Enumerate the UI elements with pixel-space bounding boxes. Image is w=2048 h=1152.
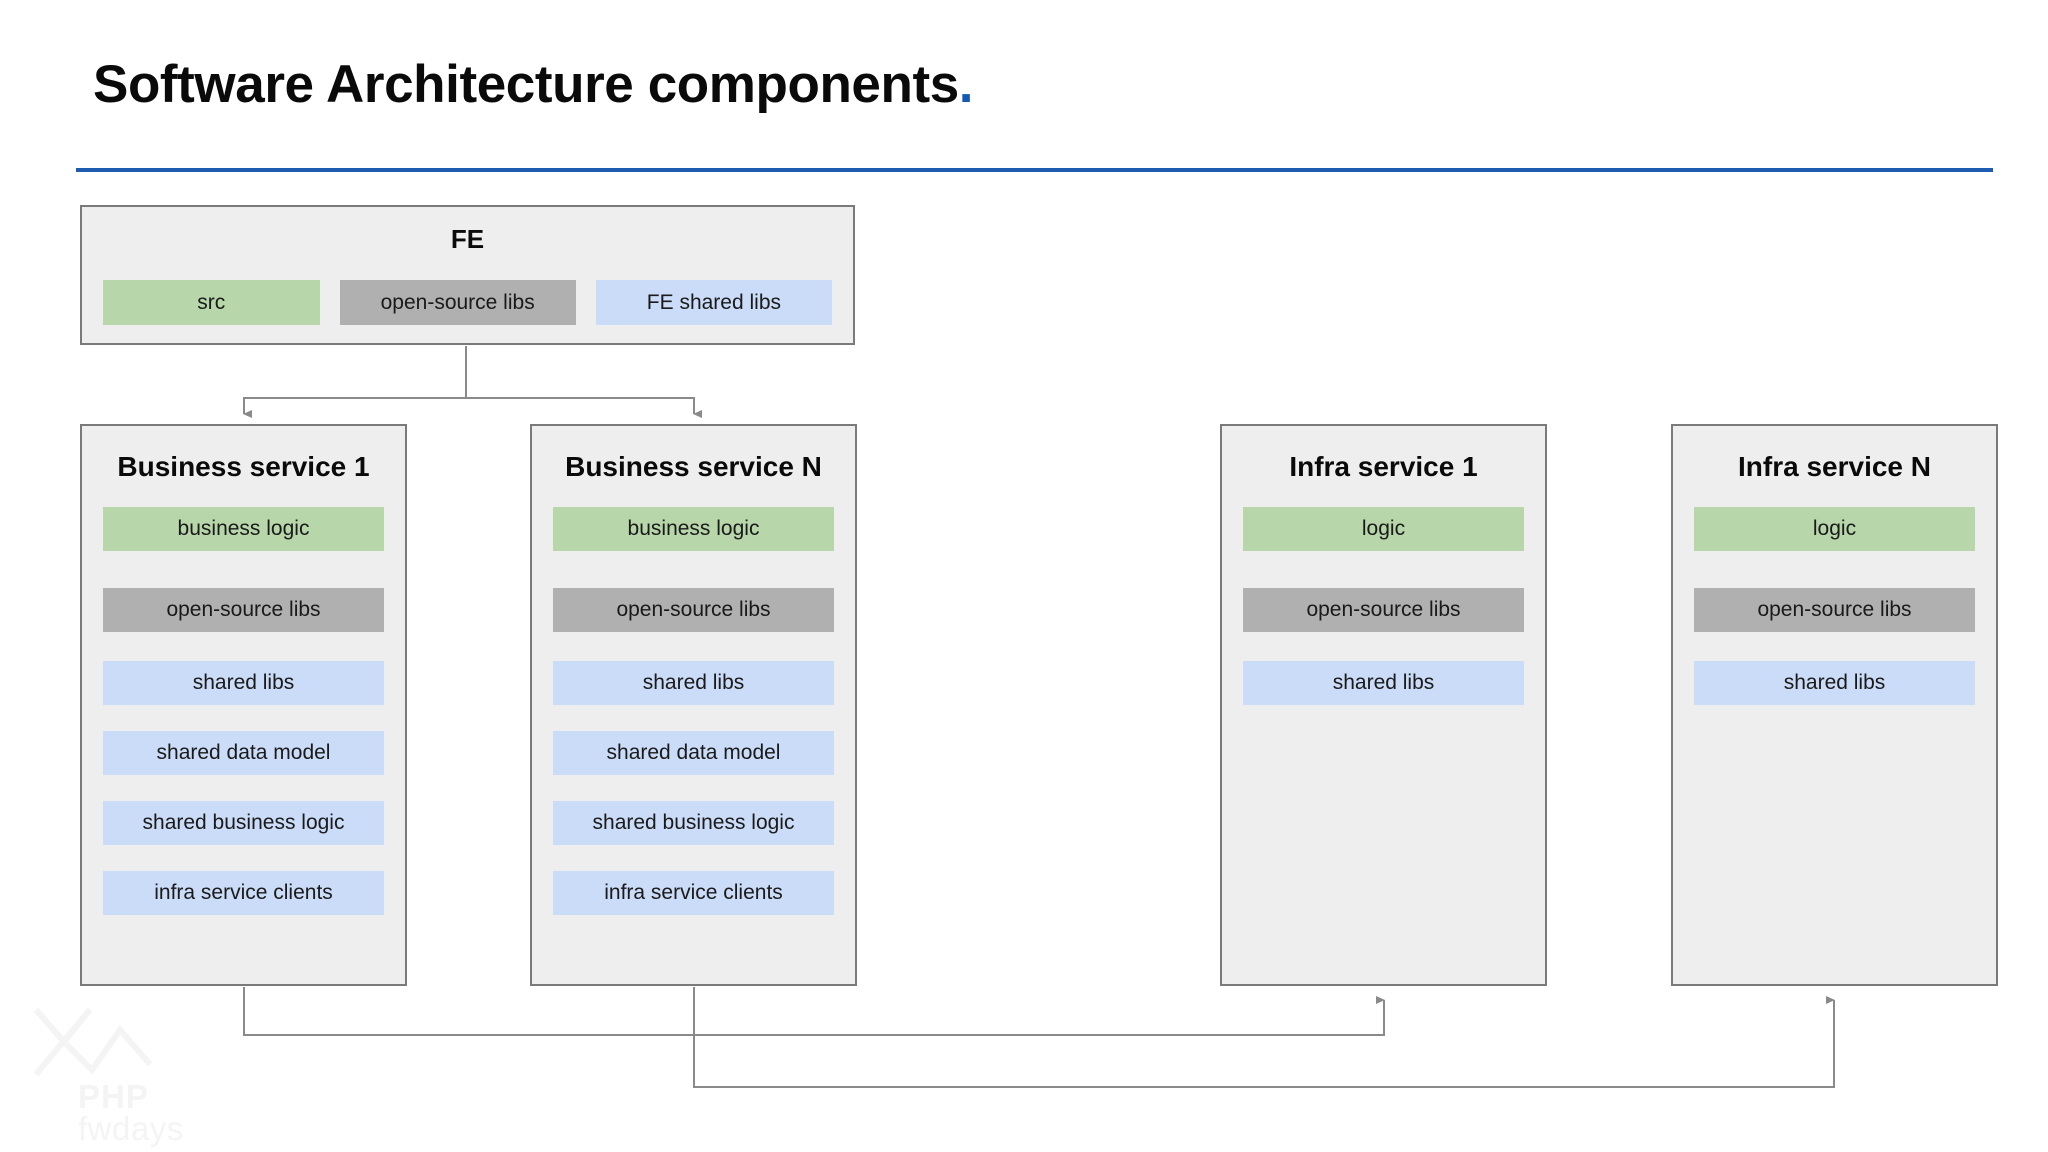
isn-chip-shared-libs[interactable]: shared libs	[1694, 661, 1975, 705]
bsn-chip-business-logic[interactable]: business logic	[553, 507, 834, 551]
bsn-chip-shared-business-logic[interactable]: shared business logic	[553, 801, 834, 845]
bsn-chip-shared-libs[interactable]: shared libs	[553, 661, 834, 705]
watermark-fwdays-text: fwdays	[78, 1110, 184, 1147]
fe-chip-row: src open-source libs FE shared libs	[103, 280, 833, 325]
infra-service-1-box[interactable]: Infra service 1 logic open-source libs s…	[1220, 424, 1547, 986]
isn-chip-open-source-libs[interactable]: open-source libs	[1694, 588, 1975, 632]
bs1-chip-open-source-libs[interactable]: open-source libs	[103, 588, 384, 632]
title-block: Software Architecture components.	[93, 58, 1793, 153]
watermark: PHP fwdays	[30, 1000, 230, 1145]
business-service-n-chip-stack: business logic open-source libs shared l…	[553, 507, 834, 915]
fe-box-title: FE	[450, 224, 485, 254]
infra-service-n-title: Infra service N	[1738, 451, 1931, 482]
fe-box[interactable]: FE src open-source libs FE shared libs	[80, 205, 855, 345]
fe-chip-open-source-libs[interactable]: open-source libs	[339, 280, 576, 325]
watermark-php-text: PHP	[78, 1078, 149, 1115]
title-underline-rule	[76, 168, 1993, 172]
business-service-1-chip-stack: business logic open-source libs shared l…	[103, 507, 384, 915]
bs1-chip-infra-service-clients[interactable]: infra service clients	[103, 871, 384, 915]
bsn-chip-shared-data-model[interactable]: shared data model	[553, 731, 834, 775]
bsn-chip-open-source-libs[interactable]: open-source libs	[553, 588, 834, 632]
infra-service-n-box[interactable]: Infra service N logic open-source libs s…	[1671, 424, 1998, 986]
infra-service-1-chip-stack: logic open-source libs shared libs	[1243, 507, 1524, 705]
page-title-text: Software Architecture components	[93, 55, 959, 114]
is1-chip-shared-libs[interactable]: shared libs	[1243, 661, 1524, 705]
infra-service-n-chip-stack: logic open-source libs shared libs	[1694, 507, 1975, 705]
page-title-dot: .	[958, 55, 974, 114]
isn-chip-logic[interactable]: logic	[1694, 507, 1975, 551]
is1-chip-logic[interactable]: logic	[1243, 507, 1524, 551]
fe-chip-src[interactable]: src	[103, 280, 320, 325]
infra-service-1-title: Infra service 1	[1289, 451, 1478, 482]
bs1-chip-business-logic[interactable]: business logic	[103, 507, 384, 551]
fwdays-zigzag-icon	[33, 1007, 153, 1077]
connector-fe-to-business-service-n	[465, 346, 702, 418]
connector-fe-to-business-service-1	[243, 346, 467, 418]
business-service-n-box[interactable]: Business service N business logic open-s…	[530, 424, 857, 986]
fe-chip-fe-shared-libs[interactable]: FE shared libs	[595, 280, 833, 325]
is1-chip-open-source-libs[interactable]: open-source libs	[1243, 588, 1524, 632]
connector-business-service-1-to-infra-service-1	[243, 987, 1385, 1036]
bs1-chip-shared-business-logic[interactable]: shared business logic	[103, 801, 384, 845]
business-service-1-title: Business service 1	[117, 451, 370, 482]
bs1-chip-shared-libs[interactable]: shared libs	[103, 661, 384, 705]
page-title: Software Architecture components.	[93, 58, 1793, 111]
connector-business-service-n-to-infra-service-n	[693, 987, 1835, 1088]
business-service-1-box[interactable]: Business service 1 business logic open-s…	[80, 424, 407, 986]
business-service-n-title: Business service N	[565, 451, 822, 482]
bs1-chip-shared-data-model[interactable]: shared data model	[103, 731, 384, 775]
bsn-chip-infra-service-clients[interactable]: infra service clients	[553, 871, 834, 915]
